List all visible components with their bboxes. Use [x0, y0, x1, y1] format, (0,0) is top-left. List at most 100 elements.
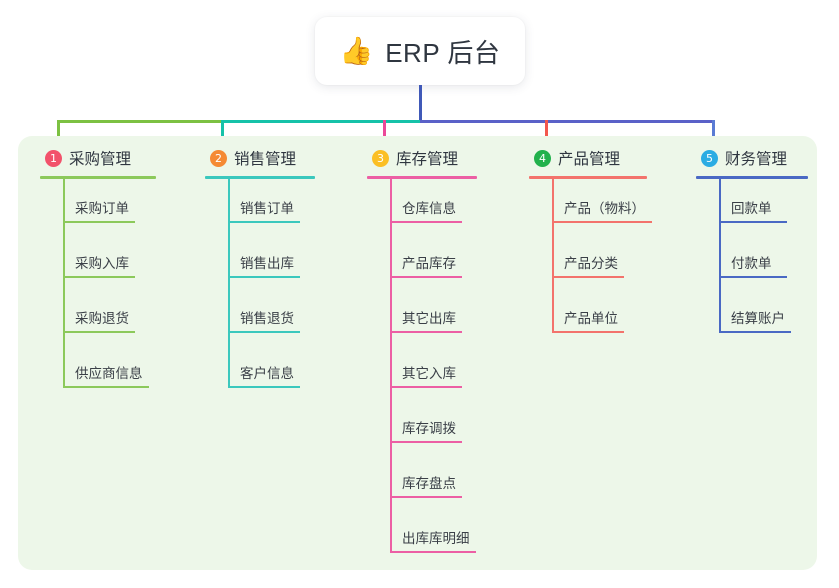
- leaf-label: 回款单: [731, 201, 772, 216]
- leaf-label: 其它入库: [402, 366, 456, 381]
- list-item[interactable]: 销售出库: [205, 234, 315, 289]
- drop-line-2: [221, 120, 224, 148]
- branch-header-3[interactable]: 3 库存管理: [367, 146, 477, 170]
- thumbs-up-icon: 👍: [339, 35, 374, 66]
- leaf-label: 供应商信息: [75, 366, 143, 381]
- leaf-label: 销售出库: [240, 256, 294, 271]
- list-item[interactable]: 其它出库: [367, 289, 477, 344]
- branch-header-underline: [367, 176, 477, 179]
- drop-line-1: [57, 120, 60, 148]
- leaf-label: 销售退货: [240, 311, 294, 326]
- list-item[interactable]: 产品（物料）: [529, 179, 652, 234]
- leaf-label: 其它出库: [402, 311, 456, 326]
- branch-header-underline: [529, 176, 647, 179]
- leaf-underline: [228, 386, 300, 388]
- leaf-underline: [719, 331, 791, 333]
- branch-items-2: 销售订单 销售出库 销售退货 客户信息: [205, 179, 315, 399]
- list-item[interactable]: 采购订单: [40, 179, 156, 234]
- leaf-underline: [390, 551, 476, 553]
- leaf-label: 仓库信息: [402, 201, 456, 216]
- list-item[interactable]: 其它入库: [367, 344, 477, 399]
- bus-green: [57, 120, 224, 123]
- branch-header-underline: [205, 176, 315, 179]
- leaf-label: 付款单: [731, 256, 772, 271]
- branch-index-badge: 4: [534, 149, 551, 167]
- leaf-label: 销售订单: [240, 201, 294, 216]
- leaf-underline: [228, 221, 300, 223]
- branch-spine: [719, 179, 721, 332]
- branch-index-badge: 1: [45, 149, 62, 167]
- root-title: ERP 后台: [385, 37, 501, 68]
- leaf-label: 库存盘点: [402, 476, 456, 491]
- leaf-underline: [228, 331, 300, 333]
- list-item[interactable]: 客户信息: [205, 344, 315, 399]
- list-item[interactable]: 出库库明细: [367, 509, 477, 564]
- leaf-label: 采购订单: [75, 201, 129, 216]
- branch-header-underline: [40, 176, 156, 179]
- leaf-underline: [552, 331, 624, 333]
- leaf-underline: [390, 276, 462, 278]
- branch-header-1[interactable]: 1 采购管理: [40, 146, 156, 170]
- leaf-label: 采购退货: [75, 311, 129, 326]
- list-item[interactable]: 采购入库: [40, 234, 156, 289]
- leaf-underline: [719, 276, 787, 278]
- list-item[interactable]: 供应商信息: [40, 344, 156, 399]
- branch-title: 财务管理: [725, 151, 788, 168]
- leaf-label: 出库库明细: [402, 531, 470, 546]
- branch-title: 采购管理: [69, 151, 132, 168]
- branch-items-4: 产品（物料） 产品分类 产品单位: [529, 179, 652, 344]
- branch-spine: [552, 179, 554, 332]
- leaf-label: 产品分类: [564, 256, 618, 271]
- branch-header-5[interactable]: 5 财务管理: [696, 146, 808, 170]
- drop-line-4: [545, 120, 548, 148]
- branch-column-1: 1 采购管理 采购订单 采购入库 采购退货 供应商信息: [40, 146, 156, 399]
- branch-items-3: 仓库信息 产品库存 其它出库 其它入库 库存调拨 库存盘点 出库库明细: [367, 179, 477, 564]
- leaf-underline: [228, 276, 300, 278]
- branch-index-badge: 2: [210, 149, 227, 167]
- leaf-underline: [552, 221, 652, 223]
- leaf-underline: [719, 221, 787, 223]
- bus-teal: [222, 120, 422, 123]
- list-item[interactable]: 付款单: [696, 234, 808, 289]
- branch-index-badge: 3: [372, 149, 389, 167]
- drop-line-5: [712, 120, 715, 148]
- leaf-label: 采购入库: [75, 256, 129, 271]
- list-item[interactable]: 产品分类: [529, 234, 647, 289]
- leaf-underline: [390, 441, 462, 443]
- leaf-underline: [390, 221, 462, 223]
- leaf-underline: [63, 386, 149, 388]
- leaf-label: 库存调拨: [402, 421, 456, 436]
- list-item[interactable]: 仓库信息: [367, 179, 477, 234]
- list-item[interactable]: 销售退货: [205, 289, 315, 344]
- leaf-label: 客户信息: [240, 366, 294, 381]
- root-node[interactable]: 👍 ERP 后台: [315, 17, 525, 85]
- list-item[interactable]: 结算账户: [696, 289, 808, 344]
- list-item[interactable]: 产品单位: [529, 289, 647, 344]
- branch-column-4: 4 产品管理 产品（物料） 产品分类 产品单位: [529, 146, 652, 344]
- list-item[interactable]: 库存调拨: [367, 399, 477, 454]
- list-item[interactable]: 采购退货: [40, 289, 156, 344]
- branch-title: 销售管理: [234, 151, 297, 168]
- leaf-label: 产品单位: [564, 311, 618, 326]
- drop-line-3: [383, 120, 386, 148]
- branch-index-badge: 5: [701, 149, 718, 167]
- branch-column-2: 2 销售管理 销售订单 销售出库 销售退货 客户信息: [205, 146, 315, 399]
- branch-header-2[interactable]: 2 销售管理: [205, 146, 315, 170]
- branch-title: 库存管理: [396, 151, 459, 168]
- list-item[interactable]: 销售订单: [205, 179, 315, 234]
- leaf-underline: [552, 276, 624, 278]
- list-item[interactable]: 库存盘点: [367, 454, 477, 509]
- bus-purple: [420, 120, 715, 123]
- list-item[interactable]: 产品库存: [367, 234, 477, 289]
- branch-spine: [63, 179, 65, 387]
- leaf-label: 产品（物料）: [564, 201, 645, 216]
- leaf-underline: [390, 496, 462, 498]
- branch-header-underline: [696, 176, 808, 179]
- list-item[interactable]: 回款单: [696, 179, 808, 234]
- leaf-label: 产品库存: [402, 256, 456, 271]
- branch-header-4[interactable]: 4 产品管理: [529, 146, 647, 170]
- branch-items-5: 回款单 付款单 结算账户: [696, 179, 808, 344]
- leaf-underline: [390, 386, 462, 388]
- leaf-label: 结算账户: [731, 311, 785, 326]
